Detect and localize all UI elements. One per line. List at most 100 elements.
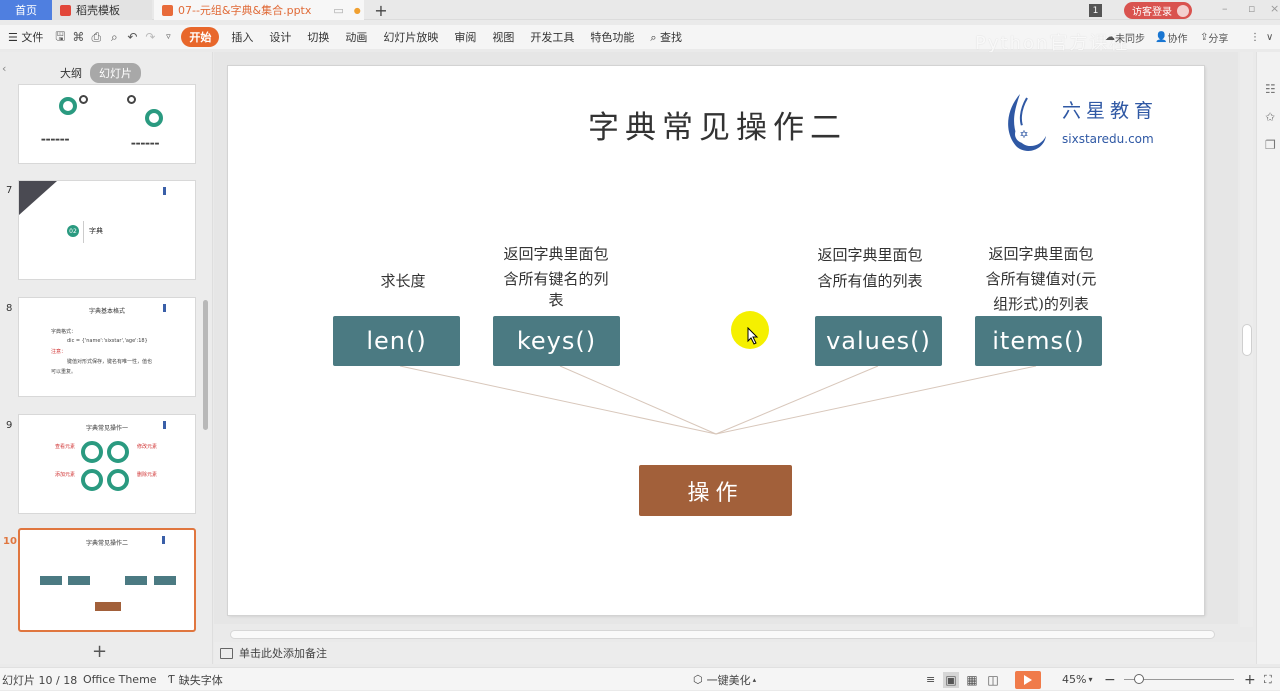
- items-function-box[interactable]: items(): [975, 316, 1102, 366]
- panel-scrollbar[interactable]: [203, 300, 208, 430]
- circle-icon: [79, 95, 88, 104]
- beautify-icon: ⬡: [693, 673, 703, 686]
- thumb-text: 添加元素: [55, 472, 76, 478]
- desc-line: 含所有键值对(元: [985, 270, 1097, 288]
- print-preview-icon[interactable]: ⌕: [110, 29, 118, 44]
- slide[interactable]: 字典常见操作二 ✡ 六星教育 sixstaredu.com 求长度 返回字典里面…: [228, 66, 1204, 615]
- desc-line: 组形式)的列表: [993, 295, 1089, 313]
- thumb-text: dic = {'name':'sixstar','age':18}: [67, 338, 148, 344]
- zoom-out-button[interactable]: −: [1104, 671, 1116, 688]
- thumb-title: 字典: [89, 227, 103, 235]
- tab-docer-template[interactable]: 稻壳模板: [52, 0, 152, 20]
- share-button[interactable]: ⇪分享: [1200, 31, 1229, 45]
- operation-box[interactable]: 操作: [639, 465, 792, 516]
- save-icon[interactable]: 🖫: [55, 28, 66, 43]
- zoom-level[interactable]: 45%▾: [1062, 673, 1093, 686]
- menu-review[interactable]: 审阅: [454, 31, 477, 44]
- fit-window-icon[interactable]: ⛶: [1264, 672, 1272, 686]
- keys-description: 返回字典里面包 含所有键名的列 表: [486, 242, 626, 308]
- tab-outline[interactable]: 大纲: [60, 67, 82, 80]
- logo-icon: [162, 536, 184, 544]
- keys-function-box[interactable]: keys(): [493, 316, 620, 366]
- collaborate-button[interactable]: 👤协作: [1155, 31, 1188, 45]
- vertical-scrollbar-thumb[interactable]: [1242, 324, 1252, 356]
- reading-view-button[interactable]: ◫: [987, 672, 999, 687]
- menu-home[interactable]: 开始: [181, 27, 220, 47]
- desc-line: 含所有值的列表: [817, 272, 923, 290]
- notes-toggle-icon[interactable]: ≡: [926, 673, 936, 686]
- normal-view-button[interactable]: ▣: [943, 671, 959, 688]
- desc-line: 返回字典里面包: [988, 245, 1094, 263]
- zoom-in-button[interactable]: +: [1244, 671, 1256, 688]
- zoom-slider[interactable]: [1124, 674, 1234, 684]
- menu-features[interactable]: 特色功能: [590, 31, 635, 44]
- values-description: 返回字典里面包 含所有值的列表: [796, 242, 944, 294]
- menu-view[interactable]: 视图: [492, 31, 515, 44]
- right-toolbar: ☷ ✩ ❐: [1256, 52, 1280, 664]
- connector-lines: [399, 365, 1037, 435]
- more-options-icon[interactable]: ⋮: [1250, 31, 1260, 43]
- properties-icon[interactable]: ☷: [1265, 82, 1276, 96]
- slide-thumbnail-6[interactable]: ▬▬▬▬▬▬ ▬▬▬▬▬▬: [18, 84, 196, 164]
- animation-icon[interactable]: ✩: [1265, 110, 1276, 124]
- menu-developer[interactable]: 开发工具: [530, 31, 575, 44]
- collapse-ribbon-icon[interactable]: ∨: [1266, 31, 1274, 43]
- play-slideshow-button[interactable]: [1015, 670, 1041, 689]
- format-painter-icon[interactable]: ⌘: [72, 30, 85, 44]
- tab-slides[interactable]: 幻灯片: [90, 63, 141, 83]
- circle-icon: [59, 97, 77, 115]
- menu-transitions[interactable]: 切换: [307, 31, 330, 44]
- thumb-text: 删除元素: [137, 472, 158, 478]
- slide-transition-icon[interactable]: ❐: [1265, 138, 1276, 152]
- len-function-box[interactable]: len(): [333, 316, 460, 366]
- zoom-slider-knob[interactable]: [1134, 674, 1144, 684]
- svg-text:✡: ✡: [1019, 128, 1028, 141]
- thumb-box: [154, 576, 176, 585]
- docer-icon: [60, 4, 71, 16]
- window-count-badge[interactable]: 1: [1089, 4, 1102, 17]
- menu-design[interactable]: 设计: [269, 31, 292, 44]
- slides-panel: ‹ 大纲 幻灯片 ▬▬▬▬▬▬ ▬▬▬▬▬▬ 7 02 字典 8 字典基本格式 …: [0, 52, 213, 664]
- tab-home[interactable]: 首页: [0, 0, 52, 20]
- guest-login-button[interactable]: 访客登录: [1124, 2, 1192, 19]
- values-function-box[interactable]: values(): [815, 316, 942, 366]
- customize-quick-access-icon[interactable]: ▿: [166, 32, 171, 42]
- collapse-panel-icon[interactable]: ‹: [2, 62, 7, 75]
- menu-slideshow[interactable]: 幻灯片放映: [383, 31, 439, 44]
- thumb-text: 查看元素: [55, 444, 76, 450]
- close-button[interactable]: ×: [1270, 2, 1280, 15]
- maximize-button[interactable]: ▫: [1248, 2, 1256, 15]
- horizontal-scrollbar[interactable]: [230, 630, 1215, 639]
- len-description: 求长度: [348, 268, 458, 294]
- monitor-icon[interactable]: ▭: [333, 3, 344, 17]
- thumb-text: ▬▬▬▬▬▬: [41, 137, 70, 143]
- new-tab-button[interactable]: +: [374, 0, 388, 20]
- redo-icon[interactable]: ↷: [145, 30, 156, 44]
- slide-thumbnail-10[interactable]: 字典常见操作二: [18, 528, 196, 632]
- slide-thumbnail-7[interactable]: 02 字典: [18, 180, 196, 280]
- slide-sorter-button[interactable]: ▦: [966, 672, 978, 687]
- menu-animations[interactable]: 动画: [345, 31, 368, 44]
- slide-thumbnail-9[interactable]: 字典常见操作一 查看元素 修改元素 添加元素 删除元素: [18, 414, 196, 514]
- sync-status[interactable]: ☁未同步: [1105, 31, 1145, 45]
- undo-icon[interactable]: ↶: [127, 30, 138, 44]
- print-icon[interactable]: ⎙: [91, 29, 102, 44]
- slide-thumbnail-8[interactable]: 字典基本格式 字典格式： dic = {'name':'sixstar','ag…: [18, 297, 196, 397]
- add-slide-button[interactable]: +: [92, 641, 108, 662]
- logo-icon: [163, 187, 185, 195]
- minimize-button[interactable]: –: [1222, 2, 1228, 15]
- file-menu[interactable]: ☰ 文件: [8, 31, 44, 44]
- theme-name[interactable]: Office Theme: [83, 673, 157, 686]
- thumb-box: [125, 576, 147, 585]
- search-button[interactable]: ⌕ 查找: [650, 31, 683, 44]
- tab-document[interactable]: 07--元组&字典&集合.pptx ▭ ●: [154, 0, 364, 20]
- menu-insert[interactable]: 插入: [231, 31, 254, 44]
- thumb-box: [40, 576, 62, 585]
- desc-line: 表: [548, 291, 564, 309]
- beautify-button[interactable]: ⬡一键美化▴: [693, 673, 757, 687]
- thumb-text: ▬▬▬▬▬▬: [131, 141, 160, 147]
- logo-icon: [163, 421, 185, 429]
- notes-area[interactable]: 单击此处添加备注: [214, 642, 1256, 664]
- notes-icon: [220, 647, 233, 659]
